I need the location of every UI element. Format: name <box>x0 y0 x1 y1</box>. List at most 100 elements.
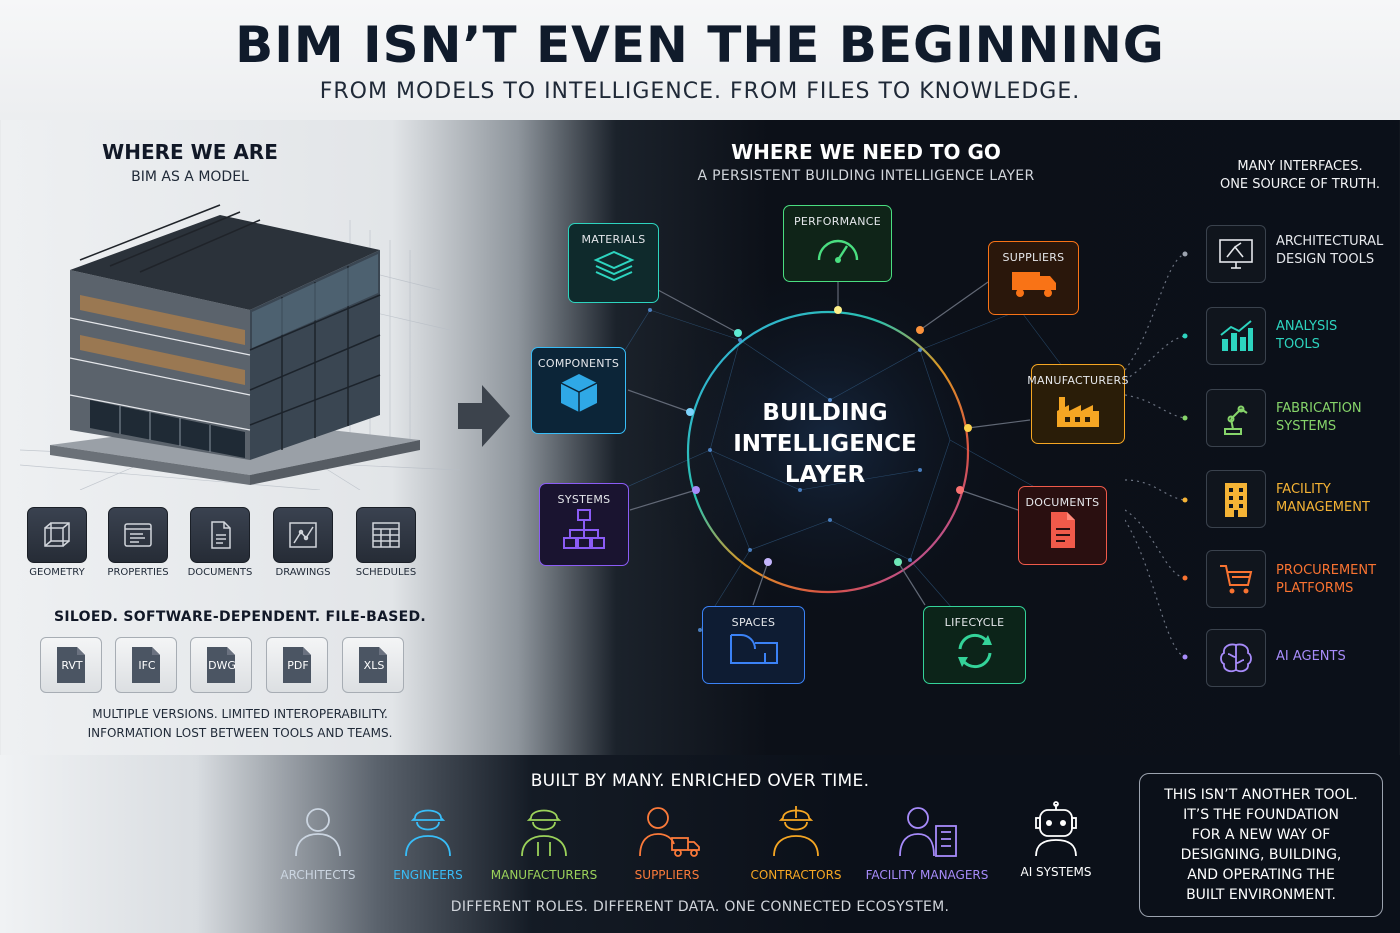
foundation-line-1: THIS ISN’T ANOTHER TOOL. <box>1164 787 1358 803</box>
role-label-architects: ARCHITECTS <box>280 868 356 882</box>
interface-connectors <box>1125 251 1188 660</box>
interface-label-fabrication: FABRICATION SYSTEMS <box>1276 400 1400 436</box>
role-label-contractors: CONTRACTORS <box>750 868 842 882</box>
role-architects <box>288 800 348 864</box>
interface-label-analysis-line-2: TOOLS <box>1276 337 1320 352</box>
tile-label-drawings: DRAWINGS <box>275 567 331 578</box>
interface-label-architectural-line-1: ARCHITECTURAL <box>1276 234 1384 249</box>
siloed-statement: SILOED. SOFTWARE-DEPENDENT. FILE-BASED. <box>54 609 426 625</box>
supplier-truck-person-icon <box>639 807 700 857</box>
foundation-line-5: AND OPERATING THE <box>1187 867 1335 883</box>
file-label-dwg: DWG <box>208 659 236 672</box>
brain-icon <box>1220 643 1252 673</box>
limitations-caption: MULTIPLE VERSIONS. LIMITED INTEROPERABIL… <box>20 705 460 743</box>
where-we-are-heading: WHERE WE ARE <box>102 140 278 164</box>
contractor-hardhat-icon <box>773 806 819 857</box>
many-interfaces-line-1: MANY INTERFACES. <box>1237 159 1363 174</box>
node-components: COMPONENTS <box>531 347 626 434</box>
manufacturer-worker-icon <box>521 809 567 857</box>
file-dwg: DWG <box>190 637 252 693</box>
foundation-text: THIS ISN’T ANOTHER TOOL. IT’S THE FOUNDA… <box>1151 785 1371 905</box>
header: BIM ISN’T EVEN THE BEGINNING FROM MODELS… <box>0 0 1400 120</box>
interface-label-fabrication-line-1: FABRICATION <box>1276 401 1362 416</box>
properties-icon <box>108 507 168 563</box>
interface-label-facility: FACILITY MANAGEMENT <box>1276 481 1400 517</box>
monitor-design-icon <box>1219 239 1253 269</box>
file-icon <box>207 647 235 683</box>
role-label-facility-managers: FACILITY MANAGERS <box>865 868 989 882</box>
geometry-icon <box>27 507 87 563</box>
role-manufacturers <box>514 800 574 864</box>
file-icon <box>57 647 85 683</box>
node-lifecycle: LIFECYCLE <box>923 606 1026 684</box>
role-label-manufacturers: MANUFACTURERS <box>490 868 598 882</box>
node-label-documents: DOCUMENTS <box>1025 496 1100 509</box>
floorplan-icon <box>729 634 778 664</box>
where-we-need-to-go-heading: WHERE WE NEED TO GO <box>731 140 1001 164</box>
ecosystem-tagline: DIFFERENT ROLES. DIFFERENT DATA. ONE CON… <box>450 899 950 915</box>
interface-label-procurement-line-1: PROCUREMENT <box>1276 563 1377 578</box>
foundation-line-2: IT’S THE FOUNDATION <box>1183 807 1339 823</box>
file-icon <box>359 647 387 683</box>
architect-person-icon <box>295 808 341 857</box>
file-xls: XLS <box>342 637 404 693</box>
interface-analysis-tools <box>1206 307 1266 365</box>
tile-properties <box>108 507 168 563</box>
role-contractors <box>766 800 826 864</box>
node-materials: MATERIALS <box>568 223 659 303</box>
node-label-materials: MATERIALS <box>581 233 646 246</box>
node-documents: DOCUMENTS <box>1018 486 1107 565</box>
file-label-ifc: IFC <box>138 659 156 672</box>
role-ai-systems <box>1026 800 1086 864</box>
interface-architectural-design-tools <box>1206 225 1266 283</box>
file-icon <box>132 647 160 683</box>
node-label-suppliers: SUPPLIERS <box>1002 251 1065 264</box>
node-label-manufacturers: MANUFACTURERS <box>1027 374 1129 387</box>
gauge-icon <box>817 239 858 263</box>
node-spaces: SPACES <box>702 606 805 684</box>
interface-facility-management <box>1206 470 1266 528</box>
core-line-2: INTELLIGENCE <box>733 431 917 457</box>
foundation-line-4: DESIGNING, BUILDING, <box>1180 847 1342 863</box>
intelligence-layer-subheading: A PERSISTENT BUILDING INTELLIGENCE LAYER <box>697 168 1035 184</box>
tile-schedules <box>356 507 416 563</box>
many-interfaces-line-2: ONE SOURCE OF TRUTH. <box>1219 177 1381 192</box>
robot-arm-icon <box>1224 405 1248 435</box>
foundation-line-6: BUILT ENVIRONMENT. <box>1186 887 1336 903</box>
role-label-ai-systems: AI SYSTEMS <box>1020 865 1092 879</box>
drawing-icon <box>273 507 333 563</box>
interface-procurement-platforms <box>1206 550 1266 608</box>
facility-manager-building-icon <box>899 807 957 857</box>
interface-label-facility-line-1: FACILITY <box>1276 482 1331 497</box>
document-icon <box>190 507 250 563</box>
interface-label-analysis: ANALYSIS TOOLS <box>1276 318 1400 354</box>
building-illustration <box>20 204 460 490</box>
file-icon <box>283 647 311 683</box>
built-by-many-heading: BUILT BY MANY. ENRICHED OVER TIME. <box>530 771 870 791</box>
role-facility-managers <box>896 800 962 864</box>
interface-ai-agents <box>1206 629 1266 687</box>
interface-label-facility-line-2: MANAGEMENT <box>1276 500 1370 515</box>
schedule-icon <box>356 507 416 563</box>
node-label-systems: SYSTEMS <box>557 493 611 506</box>
interface-label-architectural: ARCHITECTURAL DESIGN TOOLS <box>1276 233 1400 269</box>
tile-documents <box>190 507 250 563</box>
tile-label-geometry: GEOMETRY <box>29 567 85 578</box>
engineer-hardhat-icon <box>405 809 451 857</box>
file-label-pdf: PDF <box>287 659 309 672</box>
node-label-lifecycle: LIFECYCLE <box>944 616 1005 629</box>
node-suppliers: SUPPLIERS <box>988 241 1079 315</box>
foundation-line-3: FOR A NEW WAY OF <box>1191 827 1331 843</box>
tile-drawings <box>273 507 333 563</box>
foundation-callout: THIS ISN’T ANOTHER TOOL. IT’S THE FOUNDA… <box>1139 773 1383 917</box>
bar-chart-icon <box>1220 320 1253 351</box>
limitations-line-1: MULTIPLE VERSIONS. LIMITED INTEROPERABIL… <box>92 707 388 721</box>
bottom-band <box>0 755 1400 933</box>
shopping-cart-icon <box>1220 565 1253 594</box>
hierarchy-icon <box>563 509 605 549</box>
truck-icon <box>1011 272 1056 297</box>
core-line-3: LAYER <box>784 462 866 488</box>
ai-robot-icon <box>1035 801 1077 857</box>
tile-label-schedules: SCHEDULES <box>355 567 417 578</box>
page-subtitle: FROM MODELS TO INTELLIGENCE. FROM FILES … <box>319 79 1081 104</box>
